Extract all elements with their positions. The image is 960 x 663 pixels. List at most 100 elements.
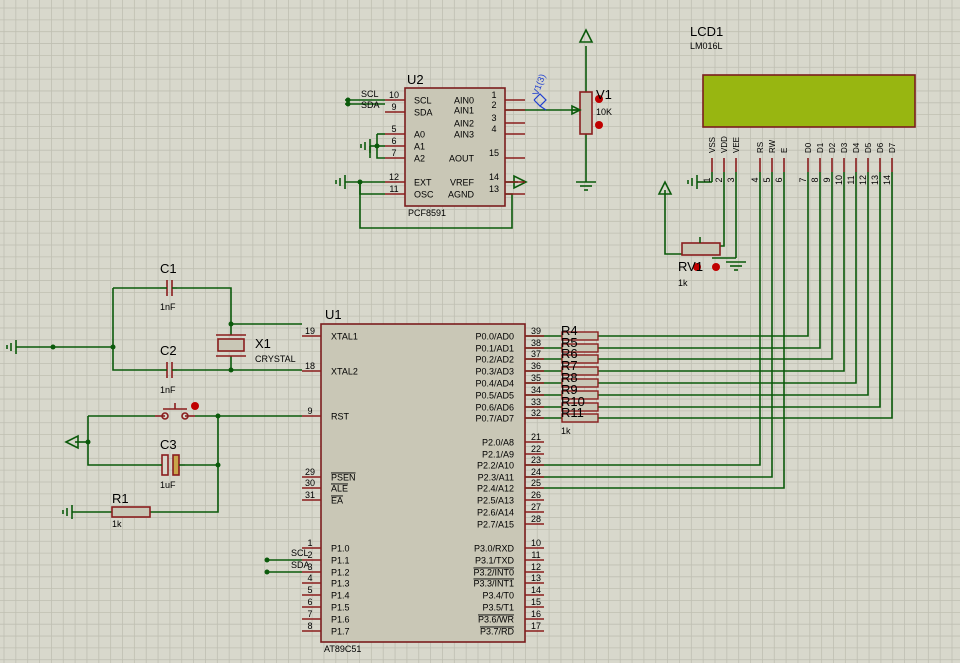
pin-number: 4 bbox=[491, 124, 496, 134]
pin-number: 14 bbox=[489, 172, 499, 182]
pin-p1-4: 5P1.4 bbox=[302, 585, 350, 601]
lcd-pin-name: D4 bbox=[852, 142, 861, 153]
lcd-pin-name: RW bbox=[768, 139, 777, 153]
pin-name: P2.0/A8 bbox=[482, 438, 514, 448]
lcd-part: LM016L bbox=[690, 41, 723, 51]
pin-number: 19 bbox=[305, 326, 315, 336]
lcd-pin-number: 4 bbox=[750, 177, 760, 182]
pin-name: P3.7/RD bbox=[480, 627, 515, 637]
pin-number: 31 bbox=[305, 490, 315, 500]
power-icon bbox=[657, 180, 673, 195]
voltage-probe-icon bbox=[533, 93, 547, 111]
pin-name: P3.1/TXD bbox=[475, 556, 515, 566]
u1-body[interactable] bbox=[320, 323, 526, 643]
pin-name: PSEN bbox=[331, 473, 356, 483]
pin-a1: 6A1 bbox=[385, 136, 425, 152]
pin-number: 28 bbox=[531, 514, 541, 524]
pin-name: P2.6/A14 bbox=[477, 508, 514, 518]
potentiometer-rv1 bbox=[681, 237, 721, 271]
pin-name: ALE bbox=[331, 484, 348, 494]
rv1-value: 1k bbox=[678, 278, 688, 288]
ground-icon bbox=[687, 175, 698, 189]
lcd-pin-name: D2 bbox=[828, 142, 837, 153]
lcd-pin-name: D6 bbox=[876, 142, 885, 153]
pin-number: 14 bbox=[531, 585, 541, 595]
pin-name: P2.3/A11 bbox=[478, 473, 514, 483]
pin-number: 7 bbox=[391, 148, 396, 158]
u1-net-sda: SDA bbox=[291, 560, 310, 570]
pin-a0: 5A0 bbox=[385, 124, 425, 140]
pin-name: P1.6 bbox=[331, 615, 350, 625]
pin-name: VREF bbox=[450, 178, 475, 188]
lcd-pin-number: 14 bbox=[882, 175, 892, 185]
lcd-pin-vdd: VDD 2 bbox=[714, 136, 729, 183]
pin-name: P0.5/AD5 bbox=[475, 391, 514, 401]
r1-ref: R1 bbox=[112, 491, 129, 506]
passives bbox=[111, 91, 721, 518]
pin-name: P0.4/AD4 bbox=[475, 379, 514, 389]
v1-ref: V1 bbox=[596, 87, 612, 102]
pin-number: 8 bbox=[307, 621, 312, 631]
resistor-body bbox=[561, 331, 599, 341]
lcd-pin-e: E6 bbox=[774, 148, 789, 183]
pin-name: XTAL1 bbox=[331, 332, 358, 342]
pin-name: P0.7/AD7 bbox=[475, 414, 514, 424]
pin-number: 1 bbox=[491, 90, 496, 100]
pin-name: AGND bbox=[448, 190, 475, 200]
pin-number: 10 bbox=[389, 90, 399, 100]
pin-name: AOUT bbox=[449, 154, 475, 164]
lcd-pins: VSS1VDD2VEE3RS4RW5E6D07D18D29D310D411D51… bbox=[702, 136, 897, 185]
c2-ref: C2 bbox=[160, 343, 177, 358]
pin-number: 7 bbox=[307, 609, 312, 619]
rpack-value: 1k bbox=[561, 426, 571, 436]
pin-p1-0: 1P1.0 bbox=[302, 538, 350, 554]
capacitor-c3 bbox=[160, 454, 185, 476]
resistor-body bbox=[561, 378, 599, 388]
lcd-pin-name: VDD bbox=[720, 136, 729, 153]
lcd-pin-name: D7 bbox=[888, 142, 897, 153]
lcd-pin-number: 2 bbox=[714, 177, 724, 182]
pin-number: 9 bbox=[391, 102, 396, 112]
pin-number: 9 bbox=[307, 406, 312, 416]
pin-number: 12 bbox=[389, 172, 399, 182]
u2-body[interactable] bbox=[404, 87, 506, 207]
pin-name: P0.0/AD0 bbox=[475, 332, 514, 342]
pin-number: 33 bbox=[531, 397, 541, 407]
ground-symbols bbox=[6, 28, 746, 519]
lcd-screen[interactable] bbox=[702, 74, 916, 128]
pin-number: 6 bbox=[307, 597, 312, 607]
pin-p1-6: 7P1.6 bbox=[302, 609, 350, 625]
lcd-pin-name: VEE bbox=[732, 137, 741, 153]
lcd-pin-name: D0 bbox=[804, 142, 813, 153]
pin-name: P2.2/A10 bbox=[477, 461, 514, 471]
pin-name: P1.2 bbox=[331, 568, 350, 578]
capacitor-c1 bbox=[160, 280, 177, 296]
pin-number: 30 bbox=[305, 478, 315, 488]
pin-number: 39 bbox=[531, 326, 541, 336]
pin-p1-1: 2P1.1 bbox=[302, 550, 350, 566]
pin-number: 13 bbox=[531, 573, 541, 583]
pin-name: P2.7/A15 bbox=[477, 520, 514, 530]
resistor-r1 bbox=[111, 506, 151, 518]
resistor-label: R4 bbox=[561, 323, 578, 338]
pin-name: P1.3 bbox=[331, 579, 350, 589]
pin-name: EA bbox=[331, 496, 343, 506]
u1-left-pins: 19XTAL118XTAL29RST29PSEN30ALE31EA1P1.02P… bbox=[302, 326, 358, 637]
resistor-body bbox=[561, 413, 599, 423]
pin-number: 23 bbox=[531, 455, 541, 465]
